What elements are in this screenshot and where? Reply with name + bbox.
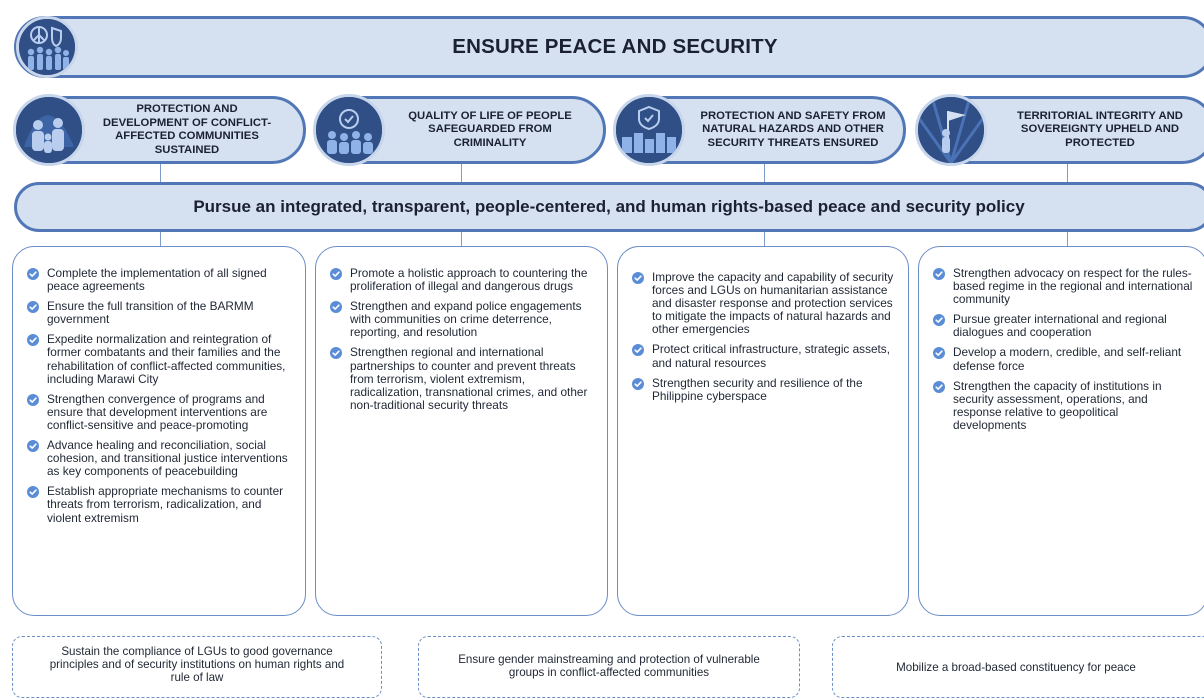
- strategy-label: Pursue an integrated, transparent, peopl…: [193, 197, 1025, 216]
- connector: [160, 164, 161, 182]
- header-banner: [14, 16, 1204, 78]
- connector: [461, 164, 462, 182]
- connector: [461, 232, 462, 246]
- strategy-item: Strengthen advocacy on respect for the r…: [933, 266, 1193, 307]
- outcome-label-3: PROTECTION AND SAFETY FROM NATURAL HAZAR…: [700, 109, 886, 149]
- strategy-item-text: Improve the capacity and capability of s…: [652, 270, 894, 337]
- strategy-banner: [14, 182, 1204, 232]
- strategy-item-text: Promote a holistic approach to counterin…: [350, 266, 588, 294]
- strategy-item-text: Develop a modern, credible, and self-rel…: [953, 345, 1182, 373]
- check-circle-icon: [632, 272, 644, 284]
- strategy-item: Expedite normalization and reintegration…: [27, 333, 291, 385]
- connector: [1067, 232, 1068, 246]
- strategy-column-4: Strengthen advocacy on respect for the r…: [918, 246, 1204, 616]
- outcome-label-1: PROTECTION AND DEVELOPMENT OF CONFLICT-A…: [102, 103, 272, 156]
- community-family-icon: [13, 94, 85, 166]
- connector: [764, 232, 765, 246]
- check-circle-icon: [330, 268, 342, 280]
- check-circle-icon: [933, 268, 945, 280]
- enabler-text: Sustain the compliance of LGUs to good g…: [49, 645, 345, 684]
- strategy-item: Strengthen security and resilience of th…: [632, 375, 894, 403]
- strategy-item-text: Strengthen and expand police engagements…: [350, 299, 582, 340]
- strategy-item-text: Strengthen advocacy on respect for the r…: [953, 266, 1193, 307]
- shield-city-icon: [613, 94, 685, 166]
- check-circle-icon: [27, 301, 39, 314]
- strategy-item: Strengthen the capacity of institutions …: [933, 378, 1193, 432]
- strategy-item-text: Pursue greater international and regiona…: [953, 312, 1167, 340]
- strategy-item: Ensure the full transition of the BARMM …: [27, 300, 291, 326]
- strategy-item: Establish appropriate mechanisms to coun…: [27, 485, 291, 524]
- strategy-item: Protect critical infrastructure, strateg…: [632, 343, 894, 369]
- strategy-item: Strengthen regional and international pa…: [330, 346, 593, 411]
- flag-bearer-icon: [915, 94, 987, 166]
- strategy-item-text: Establish appropriate mechanisms to coun…: [47, 484, 284, 525]
- connector: [160, 232, 161, 246]
- check-circle-icon: [632, 377, 644, 390]
- enabler-box-1: Sustain the compliance of LGUs to good g…: [12, 636, 382, 698]
- enabler-text: Ensure gender mainstreaming and protecti…: [458, 653, 760, 679]
- check-circle-icon: [27, 440, 39, 453]
- connector: [1067, 164, 1068, 182]
- strategy-item-text: Strengthen regional and international pa…: [350, 345, 588, 412]
- outcome-label-2: QUALITY OF LIFE OF PEOPLE SAFEGUARDED FR…: [408, 109, 572, 149]
- police-community-icon: [313, 94, 385, 166]
- strategy-item: Pursue greater international and regiona…: [933, 313, 1193, 339]
- page-title: ENSURE PEACE AND SECURITY: [452, 35, 778, 58]
- check-circle-icon: [632, 344, 644, 357]
- strategy-item-text: Complete the implementation of all signe…: [47, 266, 267, 294]
- strategy-item: Develop a modern, credible, and self-rel…: [933, 346, 1193, 372]
- connector: [764, 164, 765, 182]
- enabler-box-2: Ensure gender mainstreaming and protecti…: [418, 636, 800, 698]
- strategy-item: Strengthen and expand police engagements…: [330, 300, 593, 339]
- outcome-label-4: TERRITORIAL INTEGRITY AND SOVEREIGNTY UP…: [1017, 109, 1183, 149]
- enabler-text: Mobilize a broad-based constituency for …: [896, 660, 1136, 674]
- check-circle-icon: [933, 380, 945, 393]
- check-circle-icon: [330, 347, 342, 360]
- strategy-item-text: Ensure the full transition of the BARMM …: [47, 299, 254, 327]
- strategy-item-text: Strengthen security and resilience of th…: [652, 375, 863, 403]
- strategy-column-3: Improve the capacity and capability of s…: [617, 246, 909, 616]
- strategy-item: Complete the implementation of all signe…: [27, 266, 291, 294]
- strategy-item: Strengthen convergence of programs and e…: [27, 391, 291, 432]
- strategy-column-1: Complete the implementation of all signe…: [12, 246, 306, 616]
- strategy-column-2: Promote a holistic approach to counterin…: [315, 246, 608, 616]
- strategy-item: Improve the capacity and capability of s…: [632, 270, 894, 337]
- check-circle-icon: [330, 301, 342, 314]
- check-circle-icon: [27, 486, 39, 499]
- check-circle-icon: [933, 314, 945, 327]
- strategy-item-text: Expedite normalization and reintegration…: [47, 332, 286, 386]
- strategy-item-text: Strengthen convergence of programs and e…: [47, 391, 268, 432]
- strategy-item-text: Protect critical infrastructure, strateg…: [652, 342, 890, 370]
- peace-people-icon: [16, 16, 78, 78]
- check-circle-icon: [27, 268, 39, 280]
- enabler-box-3: Mobilize a broad-based constituency for …: [832, 636, 1204, 698]
- strategy-item: Advance healing and reconciliation, soci…: [27, 438, 291, 479]
- strategy-item-text: Advance healing and reconciliation, soci…: [47, 438, 288, 479]
- strategy-item-text: Strengthen the capacity of institutions …: [953, 378, 1162, 432]
- check-circle-icon: [933, 347, 945, 360]
- check-circle-icon: [27, 334, 39, 347]
- strategy-item: Promote a holistic approach to counterin…: [330, 266, 593, 294]
- check-circle-icon: [27, 393, 39, 406]
